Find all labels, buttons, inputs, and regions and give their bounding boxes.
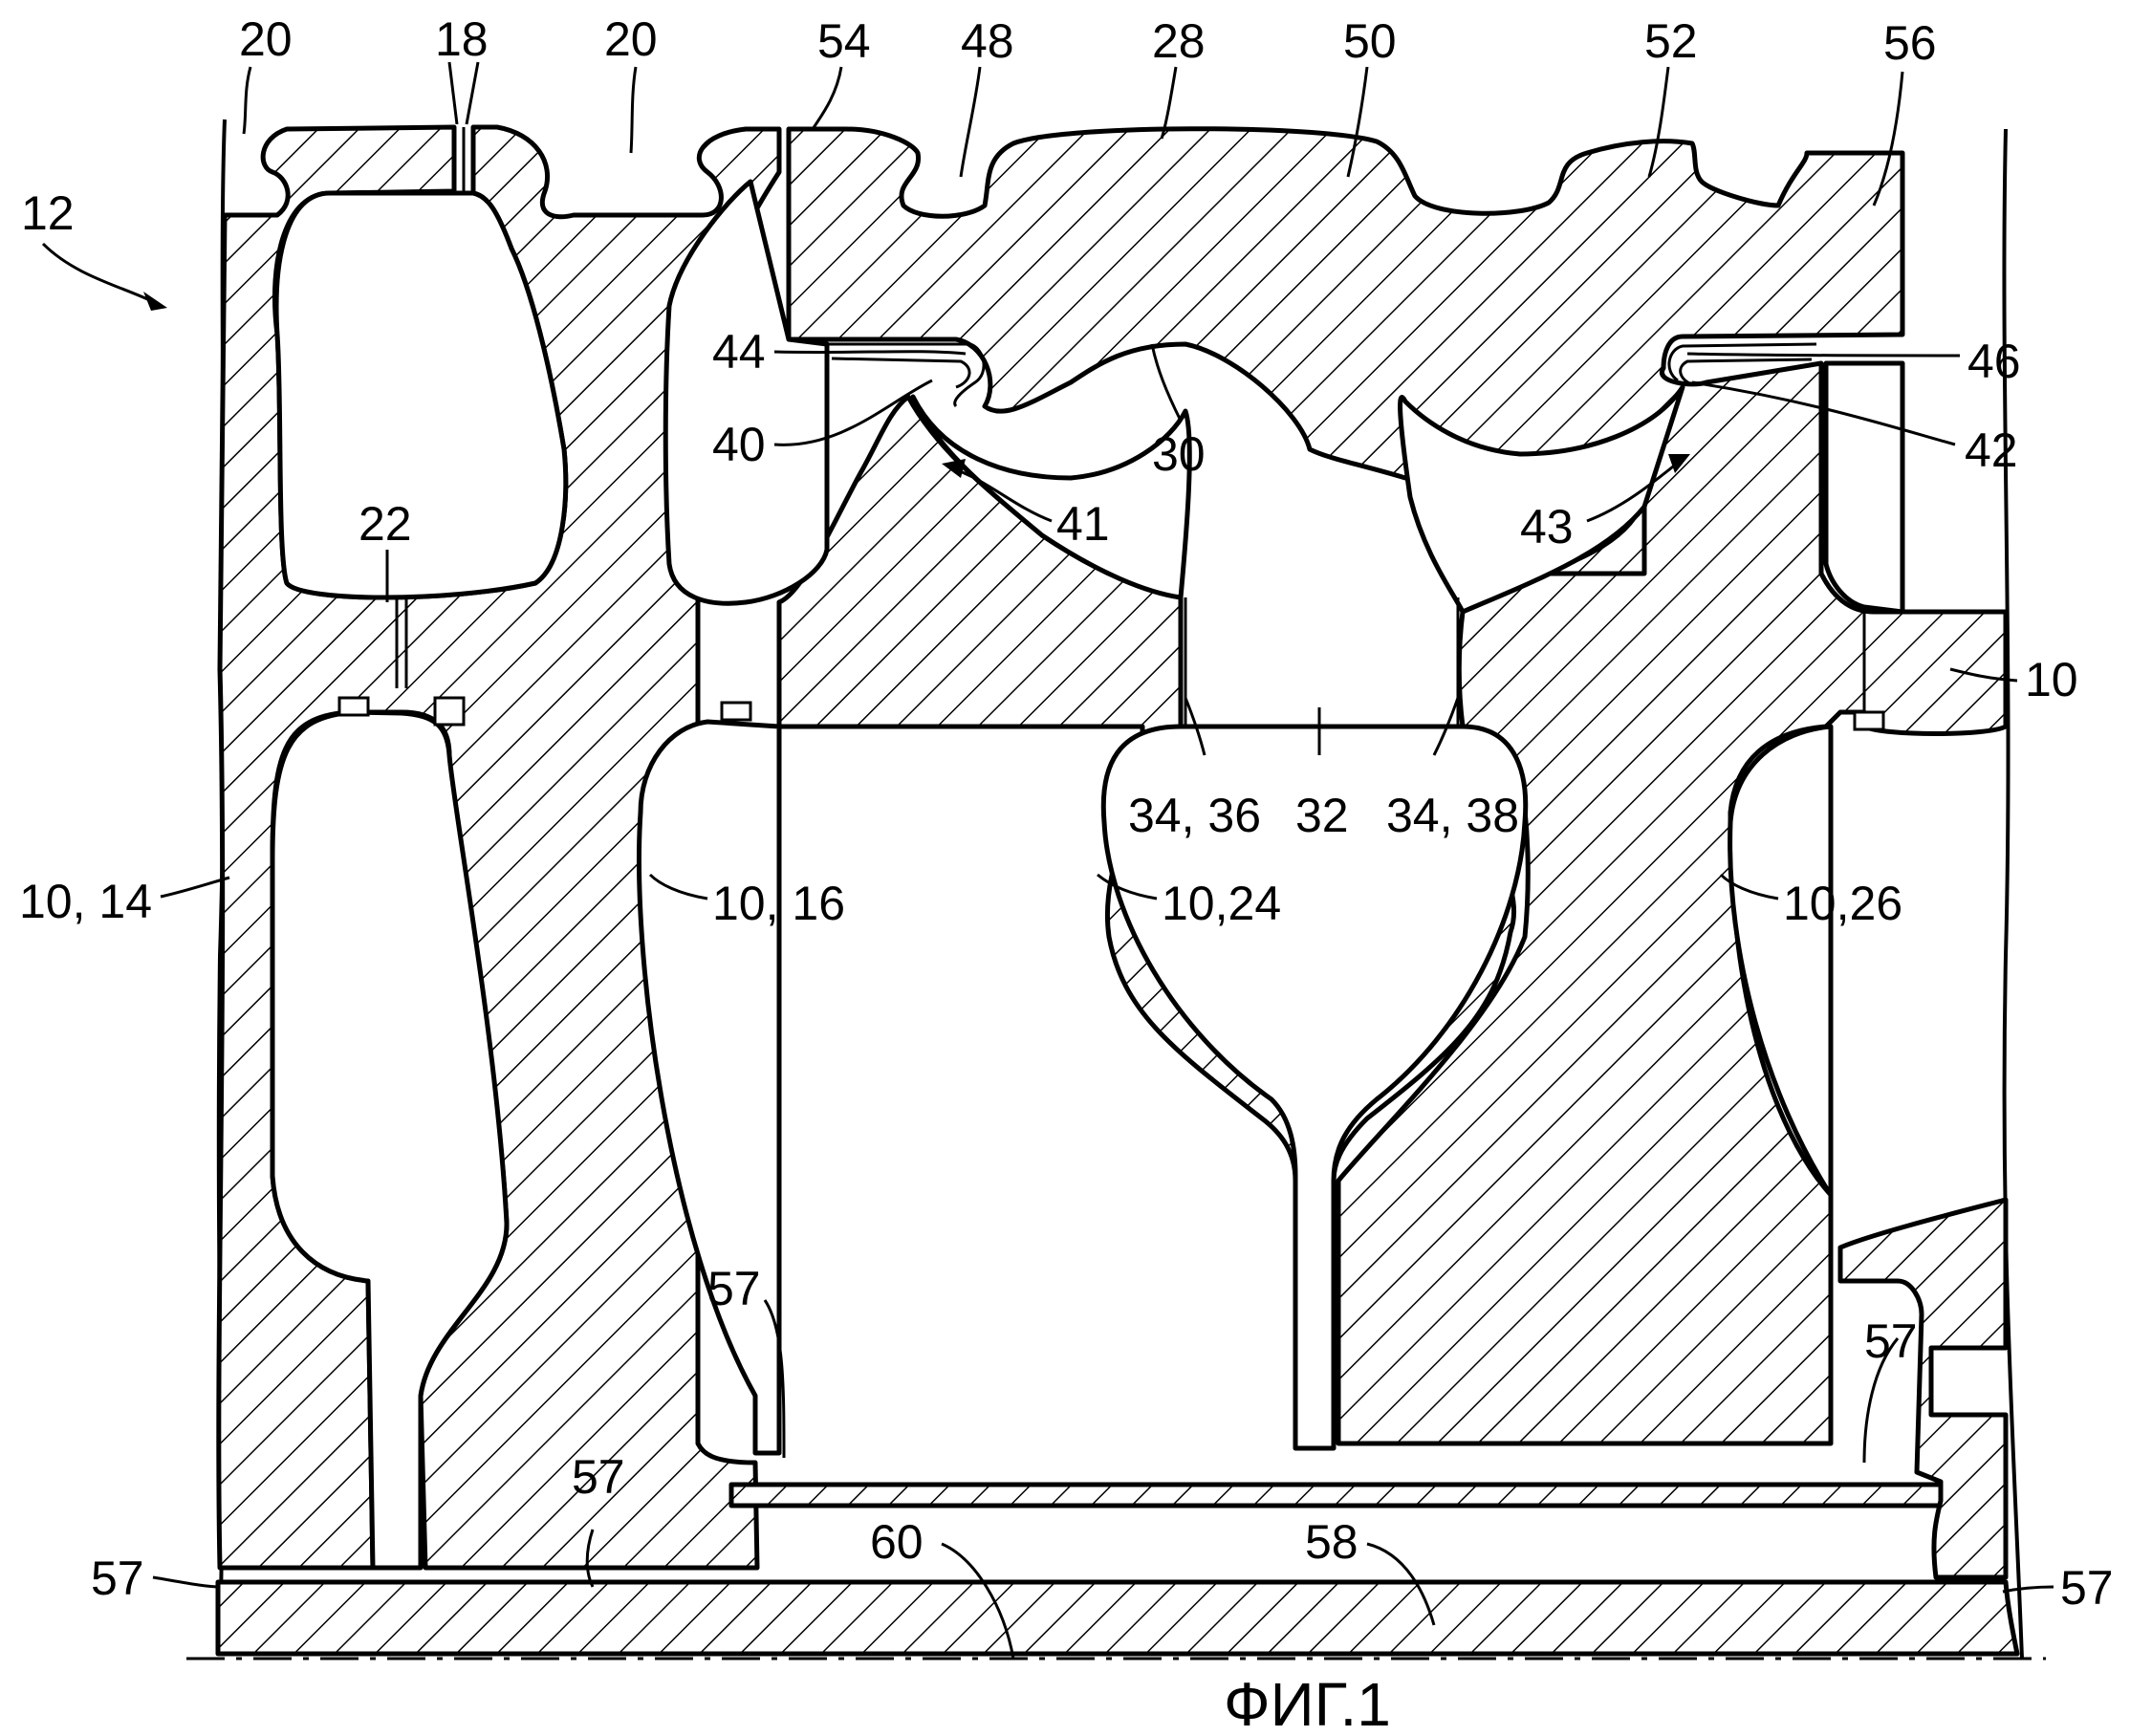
- label-34-36: 34, 36: [1128, 789, 1261, 842]
- label-12: 12: [21, 186, 75, 240]
- label-28: 28: [1152, 14, 1206, 68]
- leader-40: [773, 379, 933, 446]
- leader-30: [1150, 343, 1183, 422]
- label-58: 58: [1305, 1515, 1358, 1569]
- label-57d: 57: [91, 1552, 144, 1605]
- leader-52: [1647, 66, 1670, 178]
- leader-3438: [1432, 697, 1460, 756]
- leader-57e: [2002, 1585, 2054, 1594]
- label-10-14: 10, 14: [19, 875, 152, 928]
- label-40: 40: [712, 418, 766, 471]
- label-44: 44: [712, 325, 766, 379]
- label-57a: 57: [707, 1262, 761, 1315]
- cavity-upper-left[interactable]: [273, 190, 569, 600]
- label-54: 54: [817, 14, 871, 68]
- cavity-disk-26[interactable]: [1728, 724, 1834, 1198]
- label-57b: 57: [1864, 1314, 1918, 1368]
- lug-2: [433, 696, 466, 727]
- label-10-16: 10, 16: [712, 877, 845, 930]
- leader-20b: [629, 66, 638, 154]
- leader-10r: [1949, 667, 2018, 683]
- cavity-43[interactable]: [1398, 384, 1685, 615]
- label-10r: 10: [2025, 653, 2078, 706]
- cavity-disk-24[interactable]: [1100, 724, 1529, 1451]
- label-10-26: 10,26: [1783, 877, 1902, 930]
- leader-60: [941, 1542, 1015, 1660]
- label-42: 42: [1965, 423, 2018, 477]
- leader-57b: [1862, 1337, 1900, 1464]
- label-46: 46: [1967, 335, 2021, 388]
- leader-57a: [763, 1299, 786, 1459]
- leader-48: [959, 66, 982, 178]
- leader-41: [950, 467, 1053, 523]
- leader-1026: [1719, 873, 1779, 901]
- label-56: 56: [1883, 16, 1937, 70]
- label-60: 60: [870, 1515, 924, 1569]
- leader-12: [41, 242, 159, 306]
- label-48: 48: [961, 14, 1014, 68]
- label-57c: 57: [572, 1450, 625, 1504]
- lug-1: [337, 696, 370, 717]
- right-boundary-line: [2002, 128, 2024, 1660]
- leader-56: [1872, 71, 1904, 206]
- slot-46-42: [1667, 342, 1817, 386]
- leader-12-arrow: [143, 292, 167, 311]
- label-50: 50: [1343, 14, 1397, 68]
- cavity-disk-16[interactable]: [637, 719, 782, 1456]
- label-43: 43: [1520, 500, 1574, 553]
- leader-42: [1691, 380, 1956, 446]
- shaft-58: [215, 1579, 2020, 1657]
- label-34-38: 34, 38: [1386, 789, 1519, 842]
- label-18: 18: [435, 12, 489, 66]
- label-41: 41: [1056, 497, 1110, 551]
- right-bracket: [1837, 1197, 2009, 1580]
- label-57e: 57: [2060, 1561, 2114, 1615]
- leader-57d: [152, 1575, 221, 1589]
- leader-43-arrow: [1668, 454, 1690, 473]
- tie-rod-strip: [728, 1482, 1955, 1508]
- leader-44: [773, 350, 967, 356]
- cavity-upper-mid[interactable]: [663, 179, 830, 606]
- label-20a: 20: [239, 12, 293, 66]
- label-30: 30: [1152, 427, 1206, 481]
- leader-18: [447, 61, 480, 125]
- cavity-30[interactable]: [910, 394, 1192, 600]
- leader-57c: [585, 1529, 595, 1588]
- leader-58: [1366, 1542, 1436, 1626]
- leader-1016: [648, 873, 708, 901]
- label-32: 32: [1295, 789, 1349, 842]
- cavity-upper-right[interactable]: [1823, 360, 1905, 615]
- leader-3436: [1184, 697, 1206, 756]
- lug-3: [720, 701, 752, 722]
- label-52: 52: [1644, 14, 1698, 68]
- label-22: 22: [359, 497, 412, 551]
- label-10-24: 10,24: [1162, 877, 1281, 930]
- slot-44-40: [827, 342, 986, 408]
- figure-caption: ФИГ.1: [1224, 1670, 1391, 1736]
- leader-50: [1346, 66, 1369, 178]
- leader-46: [1686, 352, 1961, 358]
- leader-28: [1160, 66, 1178, 140]
- leader-1014: [160, 876, 230, 899]
- label-20b: 20: [604, 12, 658, 66]
- cavity-lower-left[interactable]: [270, 709, 510, 1571]
- leader-54: [811, 66, 843, 130]
- leader-1024: [1097, 873, 1158, 901]
- leader-41-arrow: [942, 459, 966, 478]
- leader-20a: [242, 66, 252, 135]
- lug-4: [1853, 710, 1885, 731]
